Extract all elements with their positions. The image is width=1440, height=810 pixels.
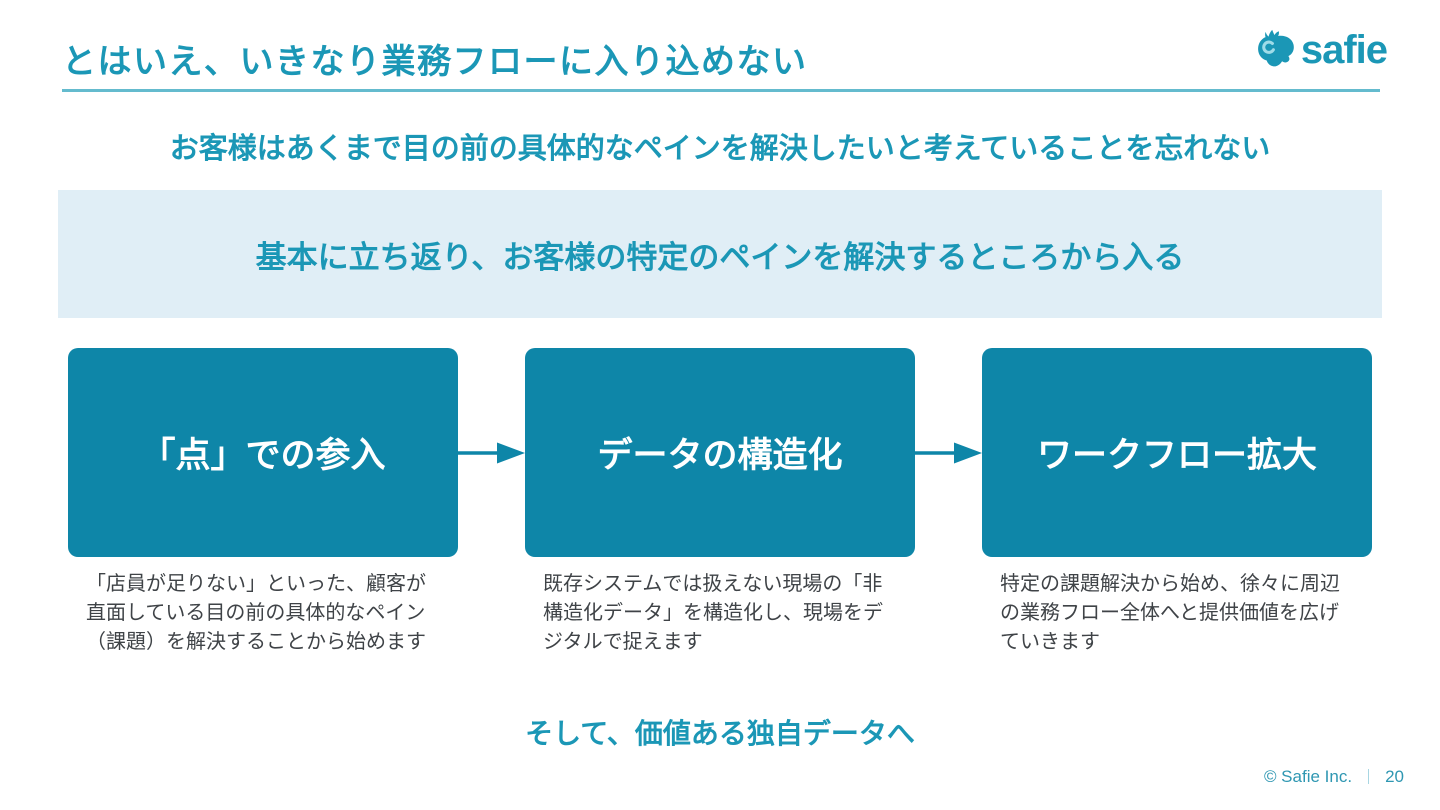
flow-arrow-icon [458, 442, 525, 463]
flow-step-box-3: ワークフロー拡大 [982, 348, 1372, 557]
copyright-text: © Safie Inc. [1263, 766, 1353, 786]
safie-bird-icon [1256, 28, 1298, 75]
step-description-1: 「店員が足りない」といった、顧客が直面している目の前の具体的なペイン（課題）を解… [86, 573, 426, 653]
flow-step-label-2: データの構造化 [597, 436, 843, 475]
safie-logo: safie [1256, 27, 1388, 75]
step-description-2: 既存システムでは扱えない現場の「非構造化データ」を構造化し、現場をデジタルで捉え… [543, 573, 883, 653]
flow-step-descriptions: 「店員が足りない」といった、顧客が直面している目の前の具体的なペイン（課題）を解… [68, 570, 1372, 657]
highlight-banner-text: 基本に立ち返り、お客様の特定のペインを解決するところから入る [255, 239, 1185, 275]
safie-logo-text: safie [1300, 27, 1388, 72]
highlight-banner: 基本に立ち返り、お客様の特定のペインを解決するところから入る [58, 190, 1382, 318]
slide-subtitle: お客様はあくまで目の前の具体的なペインを解決したいと考えていることを忘れない [169, 133, 1271, 165]
page-number: 20 [1385, 766, 1404, 786]
flow-step-box-2: データの構造化 [525, 348, 915, 557]
slide-footer: © Safie Inc. ｜ 20 [1264, 766, 1404, 787]
conclusion-note: そして、価値ある独自データへ [525, 718, 915, 749]
flow-step-label-3: ワークフロー拡大 [1036, 436, 1317, 475]
title-underline [62, 89, 1380, 92]
slide-title: とはいえ、いきなり業務フローに入り込めない [62, 43, 808, 81]
flow-arrow-icon [915, 442, 982, 463]
flow-step-box-1: 「点」での参入 [68, 348, 458, 557]
footer-divider: ｜ [1361, 769, 1377, 786]
flow-step-label-1: 「点」での参入 [140, 436, 386, 475]
step-description-3: 特定の課題解決から始め、徐々に周辺の業務フロー全体へと提供価値を広げていきます [1000, 573, 1340, 653]
flow-diagram: 「点」での参入 データの構造化 ワークフロー拡大 [68, 348, 1372, 557]
